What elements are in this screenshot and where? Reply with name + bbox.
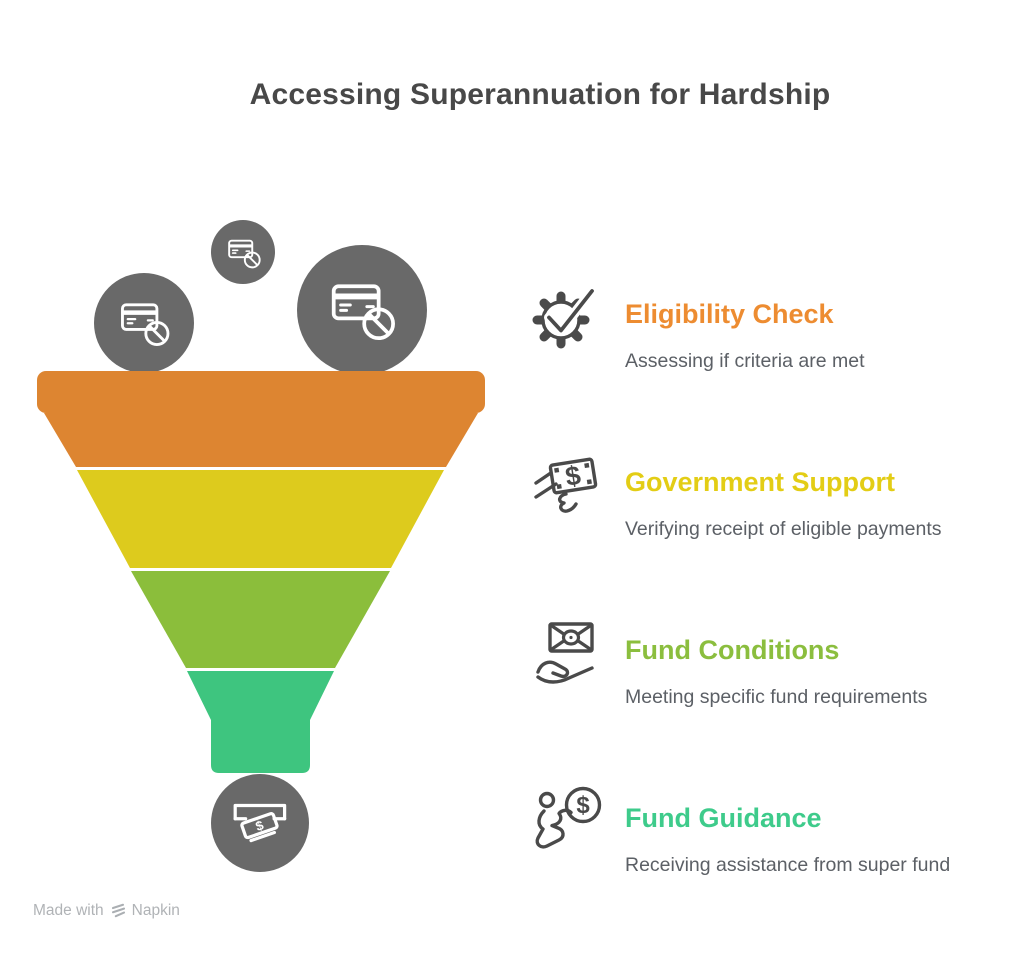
cash-payment-icon: $ xyxy=(530,448,606,524)
stage-item-government-support: $ Government Support Verifying receipt o… xyxy=(530,446,942,541)
gear-check-icon xyxy=(530,280,606,356)
stage-description: Receiving assistance from super fund xyxy=(625,854,951,876)
stage-description: Verifying receipt of eligible payments xyxy=(625,518,942,540)
made-with-label: Made with xyxy=(33,902,104,919)
funnel-stage-2 xyxy=(77,470,444,568)
person-coin-icon: $ xyxy=(530,784,606,860)
stage-item-fund-guidance: $ Fund Guidance Receiving assistance fro… xyxy=(530,782,950,877)
page-title: Accessing Superannuation for Hardship xyxy=(249,78,831,111)
funnel-output-bubble: $ xyxy=(211,774,309,872)
input-bubble-large xyxy=(297,245,427,375)
stage-heading: Fund Guidance xyxy=(625,803,822,833)
funnel-segments xyxy=(37,371,485,773)
input-bubble-medium xyxy=(94,273,194,373)
stage-item-fund-conditions: Fund Conditions Meeting specific fund re… xyxy=(530,614,927,709)
stage-item-eligibility-check: Eligibility Check Assessing if criteria … xyxy=(530,278,865,373)
funnel-diagram: $ xyxy=(37,220,485,872)
coin-currency-glyph: $ xyxy=(576,792,590,819)
funnel-input-bubbles xyxy=(94,220,427,375)
funnel-stage-1 xyxy=(44,413,478,467)
output-bubble xyxy=(211,774,309,872)
stage-heading: Fund Conditions xyxy=(625,635,840,665)
stage-description: Assessing if criteria are met xyxy=(625,350,865,372)
stage-heading: Eligibility Check xyxy=(625,299,834,329)
brand-label: Napkin xyxy=(131,902,180,919)
made-with-napkin: Made with Napkin xyxy=(33,902,180,920)
stage-heading: Government Support xyxy=(625,467,896,497)
cash-currency-glyph: $ xyxy=(563,460,583,492)
banknote-hand-icon xyxy=(530,616,606,692)
input-bubble-small xyxy=(211,220,275,284)
funnel-stage-1-lip xyxy=(37,371,485,413)
napkin-logo-icon xyxy=(111,903,125,918)
stage-description: Meeting specific fund requirements xyxy=(625,686,928,708)
stage-list: Eligibility Check Assessing if criteria … xyxy=(530,278,1010,918)
funnel-stage-4 xyxy=(187,671,334,773)
funnel-stage-3 xyxy=(131,571,390,668)
